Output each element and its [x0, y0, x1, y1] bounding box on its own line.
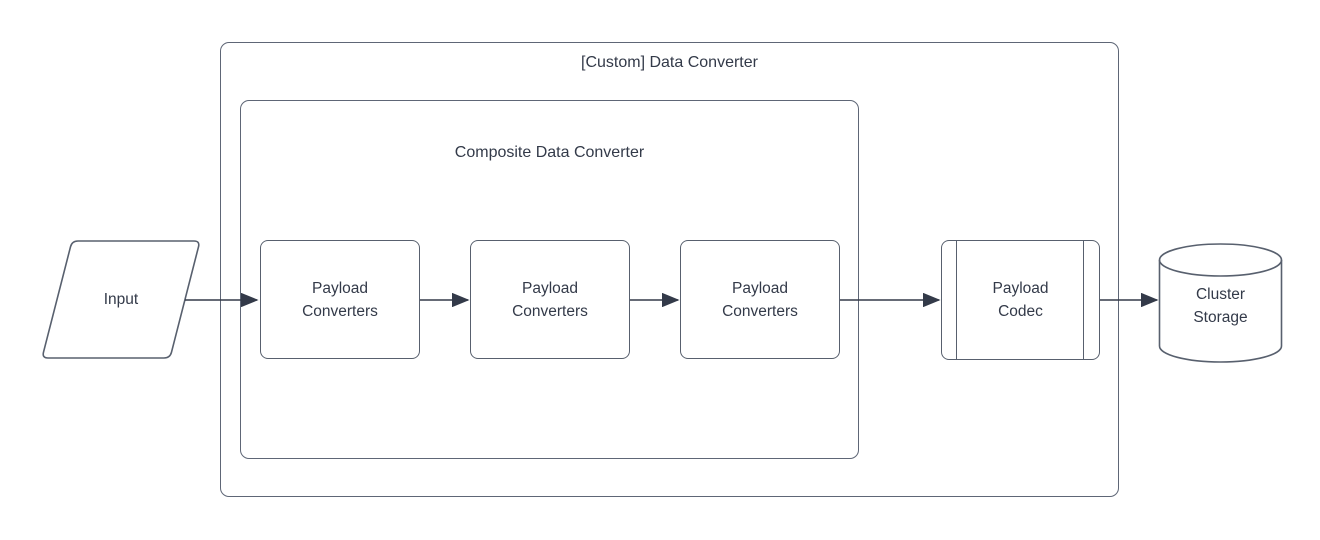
payload-converters-box-2: Payload Converters [470, 240, 630, 359]
codec-side-bar-right [1083, 241, 1084, 359]
payload-converters-box-1: Payload Converters [260, 240, 420, 359]
payload-codec-box: Payload Codec [941, 240, 1100, 360]
payload-converters-1-label: Payload Converters [302, 279, 378, 320]
payload-codec-label: Payload Codec [992, 280, 1049, 320]
custom-data-converter-title: [Custom] Data Converter [581, 54, 758, 71]
composite-data-converter-title: Composite Data Converter [454, 144, 645, 161]
input-parallelogram [42, 240, 200, 359]
custom-data-converter-container: [Custom] Data Converter [220, 42, 1119, 497]
cluster-storage-cylinder [1158, 243, 1283, 363]
codec-side-bar-left [956, 241, 957, 359]
payload-converters-box-3: Payload Converters [680, 240, 840, 359]
payload-converters-3-label: Payload Converters [722, 279, 798, 320]
payload-converters-2-label: Payload Converters [512, 279, 588, 320]
